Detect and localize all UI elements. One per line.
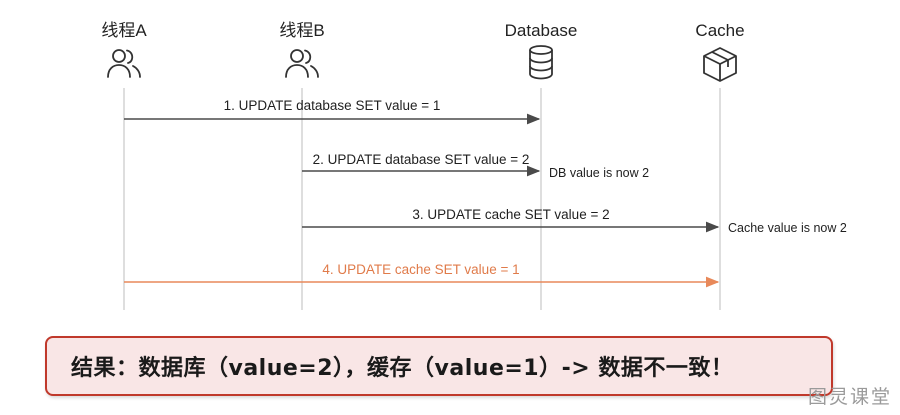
- message-1-label: 1. UPDATE database SET value = 1: [224, 98, 441, 113]
- message-2-label: 2. UPDATE database SET value = 2: [313, 152, 530, 167]
- message-4-label: 4. UPDATE cache SET value = 1: [322, 262, 519, 277]
- watermark: 图灵课堂: [807, 386, 892, 408]
- result-callout: 结果：数据库（value=2），缓存（value=1）-> 数据不一致！: [45, 336, 833, 396]
- participant-thread-a-label: 线程A: [101, 21, 147, 40]
- note-db-value: DB value is now 2: [549, 166, 649, 180]
- note-cache-value: Cache value is now 2: [728, 221, 847, 235]
- message-3-label: 3. UPDATE cache SET value = 2: [412, 207, 609, 222]
- users-icon: [107, 49, 141, 78]
- participant-cache-label: Cache: [695, 21, 744, 40]
- participant-thread-b-label: 线程B: [279, 21, 324, 40]
- box-icon: [703, 47, 737, 82]
- users-icon: [285, 49, 319, 78]
- participant-database-label: Database: [505, 21, 578, 40]
- database-icon: [529, 45, 553, 80]
- result-text: 结果：数据库（value=2），缓存（value=1）-> 数据不一致！: [71, 356, 734, 381]
